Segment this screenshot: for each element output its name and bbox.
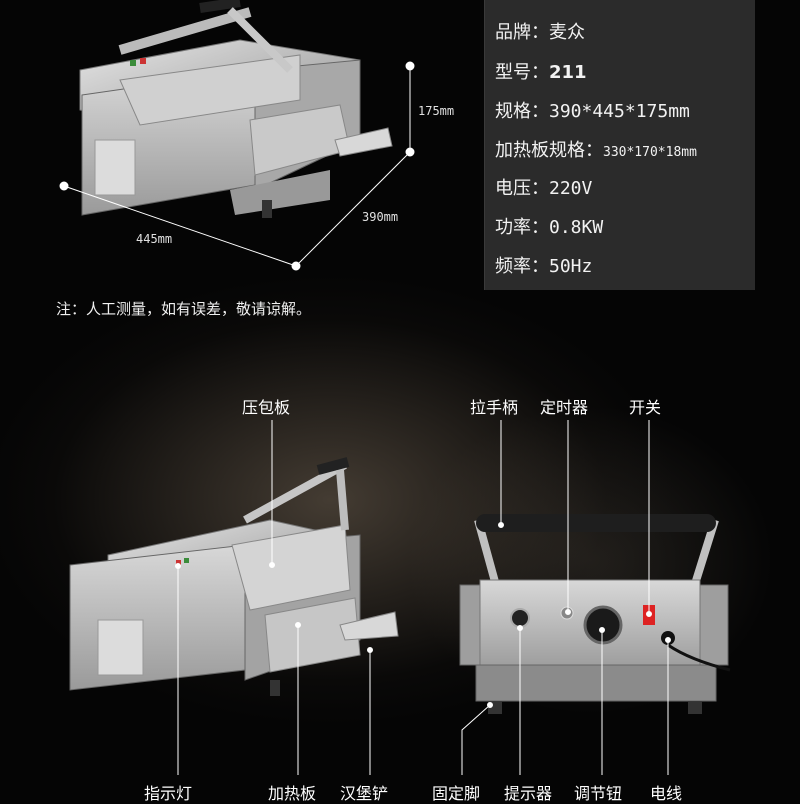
dimension-height-label: 175mm bbox=[418, 104, 455, 118]
spec-model-label: 型号： bbox=[495, 62, 549, 83]
label-power-cord: 电线 bbox=[650, 784, 683, 803]
label-switch: 开关 bbox=[629, 398, 662, 417]
spec-frequency-label: 频率： bbox=[495, 256, 549, 277]
dimension-width-label: 445mm bbox=[136, 232, 173, 246]
label-timer: 定时器 bbox=[540, 398, 589, 417]
label-handle: 拉手柄 bbox=[470, 398, 519, 417]
label-indicator-light: 指示灯 bbox=[144, 784, 193, 803]
spec-plate-label: 加热板规格： bbox=[495, 140, 603, 161]
label-fixed-foot: 固定脚 bbox=[432, 784, 481, 803]
spec-plate: 加热板规格：330*170*18mm bbox=[495, 136, 697, 162]
spec-model-value: 211 bbox=[549, 62, 587, 83]
left-product-image bbox=[69, 457, 399, 696]
label-adjust-knob: 调节钮 bbox=[574, 784, 623, 803]
label-burger-shovel: 汉堡铲 bbox=[340, 784, 389, 803]
right-product-image bbox=[459, 514, 731, 714]
spec-power: 功率：0.8KW bbox=[495, 213, 603, 239]
spec-voltage-label: 电压： bbox=[495, 178, 549, 199]
label-prompter: 提示器 bbox=[504, 784, 553, 803]
measurement-note: 注：人工测量，如有误差，敬请谅解。 bbox=[56, 300, 312, 318]
dimension-depth-label: 390mm bbox=[362, 210, 399, 224]
spec-brand: 品牌：麦众 bbox=[495, 18, 585, 44]
spec-frequency-value: 50Hz bbox=[549, 256, 593, 277]
spec-frequency: 频率：50Hz bbox=[495, 252, 592, 278]
spec-size: 规格：390*445*175mm bbox=[495, 97, 690, 123]
spec-brand-label: 品牌： bbox=[495, 22, 549, 43]
spec-voltage: 电压：220V bbox=[495, 174, 592, 200]
label-heating-plate: 加热板 bbox=[268, 784, 317, 803]
spec-power-value: 0.8KW bbox=[549, 217, 604, 238]
spec-size-label: 规格： bbox=[495, 101, 549, 122]
callout-lines bbox=[175, 420, 671, 775]
spec-voltage-value: 220V bbox=[549, 178, 593, 199]
spec-size-value: 390*445*175mm bbox=[549, 101, 690, 122]
spec-power-label: 功率： bbox=[495, 217, 549, 238]
spec-plate-value: 330*170*18mm bbox=[603, 145, 697, 160]
spec-brand-value: 麦众 bbox=[549, 22, 585, 43]
spec-panel: 品牌：麦众 型号：211 规格：390*445*175mm 加热板规格：330*… bbox=[484, 0, 755, 290]
spec-model: 型号：211 bbox=[495, 58, 587, 84]
dimension-lines bbox=[59, 61, 415, 271]
top-product-image bbox=[79, 0, 393, 218]
label-press-plate: 压包板 bbox=[242, 398, 291, 417]
